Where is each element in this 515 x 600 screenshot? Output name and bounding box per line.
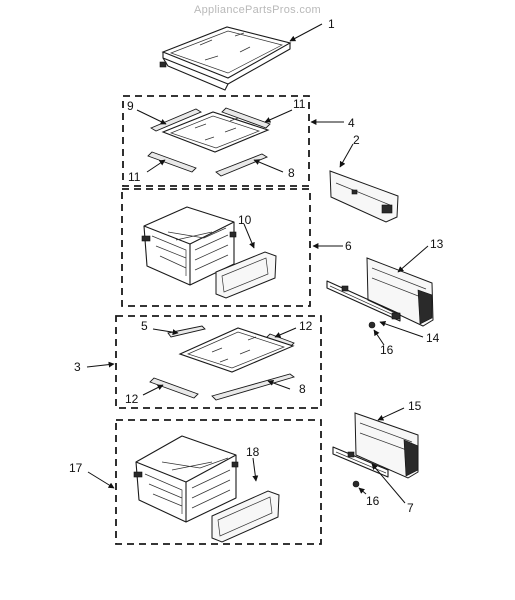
- callout-13: 13: [430, 237, 444, 251]
- callout-16-lower: 16: [366, 494, 380, 508]
- callout-17: 17: [69, 461, 83, 475]
- callout-9: 9: [127, 99, 134, 113]
- glass-shelf-upper: [147, 107, 271, 177]
- callout-2: 2: [353, 133, 360, 147]
- callout-11-bottom: 11: [128, 170, 141, 184]
- top-glass-shelf: [159, 26, 292, 91]
- group-17-box: [115, 419, 322, 545]
- callout-6: 6: [345, 239, 352, 253]
- callout-10: 10: [238, 213, 252, 227]
- slide-cover-2: [329, 170, 399, 223]
- callout-3: 3: [74, 360, 81, 374]
- callout-8-lower: 8: [299, 382, 306, 396]
- callout-12-bottom: 12: [125, 392, 139, 406]
- callout-4: 4: [348, 116, 355, 130]
- callout-labels: 1 9 11 4 11 8 2 10 6 13 14 16 5 12 3 12 …: [69, 17, 444, 515]
- group-4-box: [122, 95, 310, 187]
- callout-7: 7: [407, 501, 414, 515]
- callout-11-top: 11: [293, 97, 306, 111]
- watermark: AppliancePartsPros.com: [193, 4, 322, 16]
- drawer-cover-upper: [215, 251, 277, 299]
- group-3-box: [115, 315, 322, 409]
- slide-assembly-13: [326, 257, 434, 329]
- callout-1: 1: [328, 17, 335, 31]
- callout-14: 14: [426, 331, 440, 345]
- slide-assembly-15: [332, 412, 419, 488]
- callout-15: 15: [408, 399, 422, 413]
- group-6-box: [121, 188, 311, 307]
- callout-8-upper: 8: [288, 166, 295, 180]
- callout-5: 5: [141, 319, 148, 333]
- drawer-cover-lower: [211, 490, 280, 543]
- glass-shelf-lower: [149, 325, 295, 401]
- leader-lines: [86, 23, 429, 504]
- callout-16-upper: 16: [380, 343, 394, 357]
- crisper-drawer-lower: [133, 435, 239, 523]
- callout-12-top: 12: [299, 319, 313, 333]
- crisper-drawer-upper: [141, 206, 237, 286]
- callout-18: 18: [246, 445, 260, 459]
